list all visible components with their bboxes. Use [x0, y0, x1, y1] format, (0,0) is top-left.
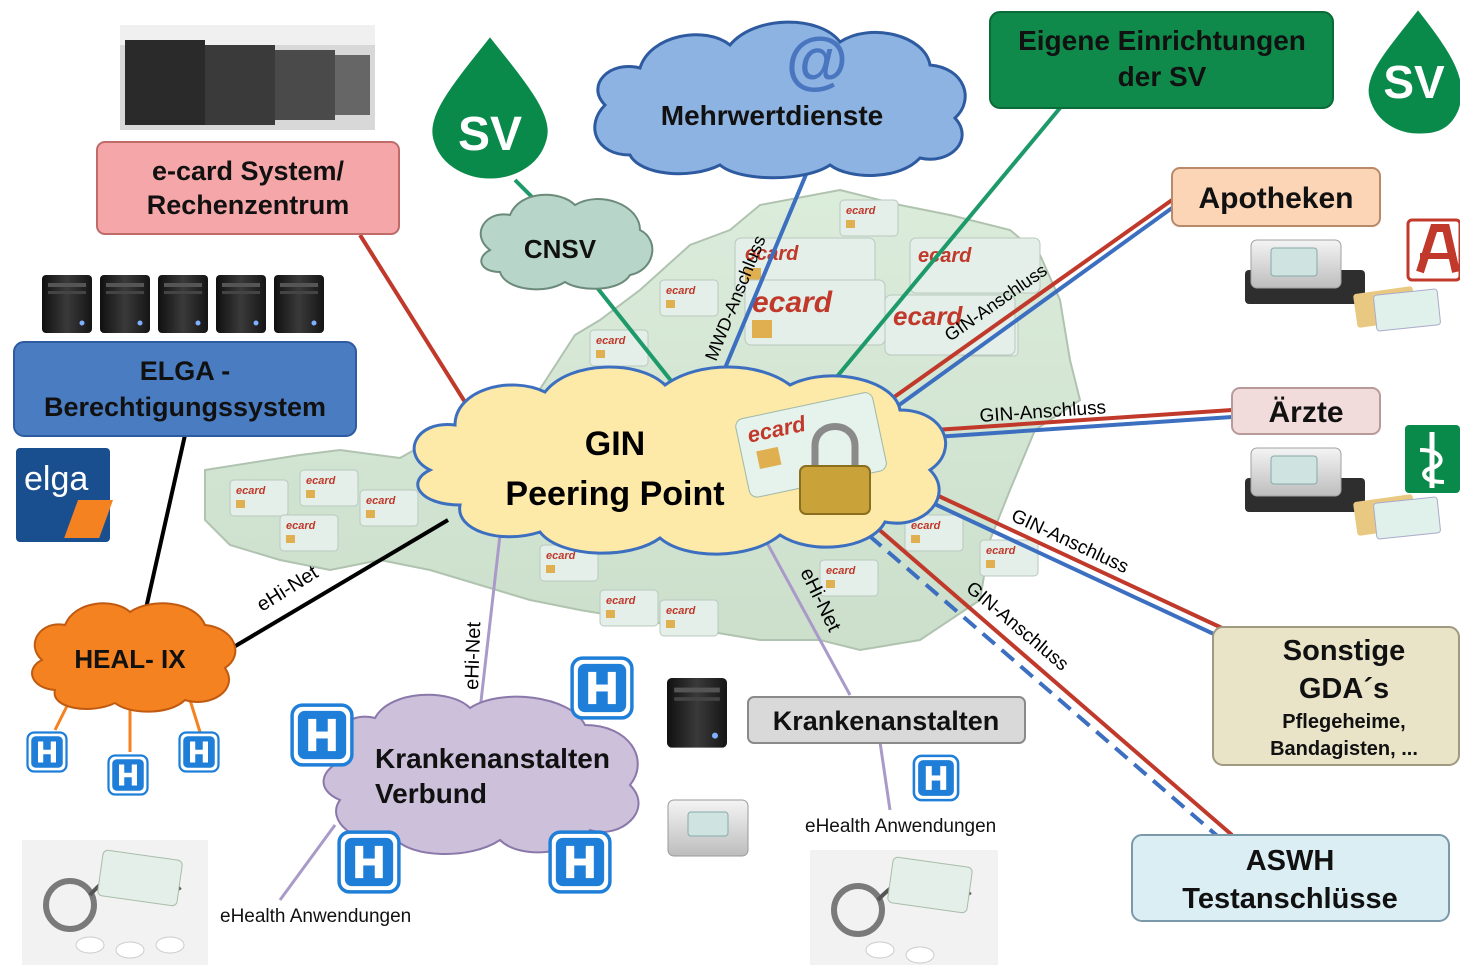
mehrwertdienste-cloud[interactable]: @ Mehrwertdienste — [593, 20, 967, 180]
sv-logo-text: SV — [1383, 56, 1445, 108]
ecard-brand-text: ecard — [752, 286, 833, 319]
aerzte-label: Ärzte — [1268, 396, 1343, 429]
sonstige-line2: GDA´s — [1299, 673, 1389, 705]
pharmacy-logo-icon — [1406, 218, 1460, 282]
connection-lines — [53, 106, 1234, 901]
ehealth-caption-right: eHealth Anwendungen — [805, 816, 996, 837]
eigene-line1: Eigene Einrichtungen — [1018, 25, 1306, 56]
ecard-brand-text: ecard — [893, 301, 963, 331]
gin-peering-point-cloud[interactable]: GIN Peering Point ecard — [412, 365, 948, 556]
server-tower-icon — [667, 678, 727, 748]
eigene-einrichtungen-box[interactable]: Eigene Einrichtungen der SV — [989, 11, 1334, 109]
ehealth-caption-left: eHealth Anwendungen — [220, 906, 411, 927]
ka-verbund-line1: Krankenanstalten — [375, 743, 610, 774]
aswh-line1: ASWH — [1246, 845, 1335, 877]
aswh-box[interactable]: ASWH Testanschlüsse — [1131, 834, 1450, 922]
ecard-system-line2: Rechenzentrum — [147, 190, 350, 220]
apotheken-label: Apotheken — [1198, 182, 1353, 215]
hospital-icon — [912, 754, 960, 802]
ecard-system-box[interactable]: e-card System/ Rechenzentrum — [96, 141, 400, 235]
sonstige-gda-box[interactable]: Sonstige GDA´s Pflegeheime, Bandagisten,… — [1212, 626, 1460, 766]
sonstige-line1: Sonstige — [1283, 635, 1405, 667]
sv-logo-left: SV — [429, 32, 551, 182]
stethoscope-photo-left — [22, 840, 208, 965]
hospital-icon — [548, 830, 612, 894]
elga-logo-text: elga — [24, 460, 88, 498]
card-terminal-icon — [667, 799, 749, 857]
ecard-system-line1: e-card System/ — [152, 156, 345, 186]
medical-logo-icon — [1405, 425, 1460, 493]
at-icon: @ — [786, 24, 848, 96]
elga-line1: ELGA - — [140, 356, 231, 386]
hospital-icon — [178, 731, 220, 773]
hospital-icon — [570, 656, 634, 720]
stethoscope-photo-right — [810, 850, 998, 965]
sonstige-line4: Bandagisten, ... — [1270, 738, 1418, 760]
elga-berechtigungssystem-box[interactable]: ELGA - Berechtigungssystem — [13, 341, 357, 437]
krankenanstalten-box[interactable]: Krankenanstalten — [747, 696, 1026, 744]
sv-logo-right: SV — [1365, 5, 1460, 137]
hospital-icon — [107, 754, 149, 796]
heal-ix-cloud[interactable]: HEAL- IX — [31, 602, 237, 713]
cnsv-cloud[interactable]: CNSV — [479, 193, 654, 291]
padlock-icon — [799, 423, 871, 515]
gin-title: GIN — [585, 425, 645, 463]
ecard-large-4: ecard — [884, 294, 1016, 356]
datacenter-photo — [120, 25, 375, 130]
gin-subtitle: Peering Point — [505, 475, 724, 513]
label-gin-anschluss-aswh: GIN-Anschluss — [962, 578, 1073, 676]
hospital-icon — [290, 703, 354, 767]
krankenanstalten-verbund-cloud[interactable]: Krankenanstalten Verbund — [322, 693, 640, 855]
hospital-icon — [26, 731, 68, 773]
sv-logo-text: SV — [458, 108, 522, 161]
elga-line2: Berechtigungssystem — [44, 392, 326, 422]
hospital-icon — [337, 830, 401, 894]
heal-ix-label: HEAL- IX — [74, 644, 186, 674]
aerzte-box[interactable]: Ärzte — [1231, 387, 1381, 435]
label-ehi-net-heal: eHi-Net — [253, 561, 323, 616]
eigene-line2: der SV — [1118, 61, 1207, 92]
label-ehi-net-verbund: eHi-Net — [461, 621, 485, 690]
krankenanstalten-label: Krankenanstalten — [773, 706, 1000, 736]
ka-verbund-line2: Verbund — [375, 778, 487, 809]
cnsv-label: CNSV — [524, 234, 597, 264]
ecard-large-2: ecard — [744, 279, 886, 346]
aswh-line2: Testanschlüsse — [1182, 883, 1397, 915]
elga-logo: elga — [16, 448, 114, 542]
apotheken-box[interactable]: Apotheken — [1171, 167, 1381, 227]
server-row — [42, 275, 324, 333]
sonstige-line3: Pflegeheime, — [1282, 711, 1405, 733]
mehrwertdienste-label: Mehrwertdienste — [661, 100, 884, 131]
